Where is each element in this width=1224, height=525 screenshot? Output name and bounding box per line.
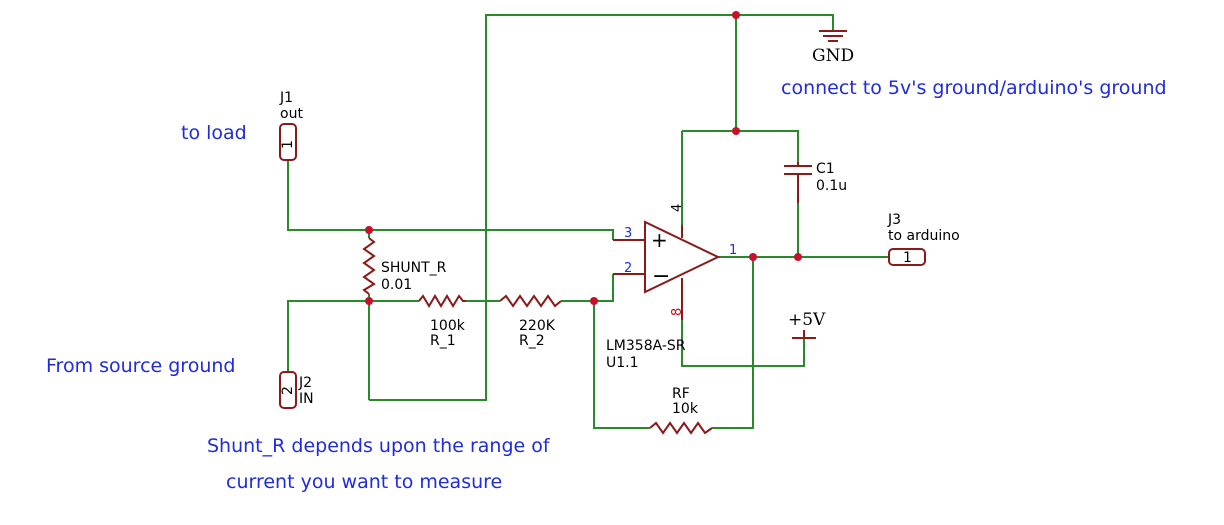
vcc-symbol: +5V (788, 310, 826, 339)
rf-ref: RF (672, 386, 690, 402)
r1-ref: R_1 (430, 333, 456, 349)
j1-value: out (280, 106, 303, 122)
r1-zigzag (418, 294, 466, 308)
j3-pin-number: 1 (903, 250, 912, 266)
opamp-part-name: LM358A-SR (606, 338, 686, 354)
j2-body (279, 371, 297, 409)
r2-value: 220K (519, 318, 556, 334)
wire-top-ground (369, 14, 834, 401)
j2-value: IN (299, 391, 314, 407)
wire-c1-top-bar (682, 130, 799, 162)
ground-symbol: GND (812, 30, 854, 66)
resistor-r1: 100k R_1 (418, 294, 466, 349)
opamp-pin8-number: 8 (670, 308, 685, 316)
j1-body (279, 123, 297, 161)
wires (287, 14, 889, 429)
opamp-pin3-number: 3 (624, 226, 632, 241)
opamp-ref: U1.1 (606, 355, 639, 371)
wire-node-to-minus (594, 274, 614, 302)
c1-value: 0.1u (816, 178, 847, 194)
opamp-minus-sign: − (652, 264, 670, 289)
j3-ref: J3 (887, 212, 901, 228)
junction-dot (749, 253, 757, 261)
j3-body (888, 248, 926, 266)
wire-j2-to-shunt (287, 300, 419, 372)
j2-ref: J2 (298, 375, 312, 391)
r2-zigzag (499, 294, 562, 308)
rf-zigzag (649, 421, 713, 435)
junction-dot (365, 226, 373, 234)
rf-value: 10k (672, 401, 699, 417)
note-ground-connection: connect to 5v's ground/arduino's ground (781, 77, 1167, 99)
opamp-triangle (644, 220, 721, 294)
wire-j1-to-plus (287, 160, 614, 240)
opamp-plus-sign: + (651, 228, 668, 252)
wire-opamp-gnd-pin (681, 320, 805, 367)
junctions (365, 11, 802, 305)
connector-j3: 1 J3 to arduino (887, 212, 960, 266)
note-from-source-ground: From source ground (46, 355, 236, 377)
j1-pin-number: 1 (280, 140, 296, 149)
junction-dot (365, 297, 373, 305)
note-to-load: to load (181, 122, 247, 144)
shunt-zigzag (362, 237, 376, 295)
note-shunt-line-2: current you want to measure (226, 471, 503, 493)
resistor-r2: 220K R_2 (499, 294, 562, 349)
j1-ref: J1 (279, 90, 293, 106)
wire-rf-to-output (712, 257, 754, 429)
c1-ref: C1 (816, 161, 835, 177)
shunt-ref: SHUNT_R (381, 260, 447, 276)
shunt-value: 0.01 (381, 277, 412, 293)
ground-label: GND (812, 46, 854, 66)
connector-j2: 2 J2 IN (279, 371, 314, 409)
note-shunt-line-1: Shunt_R depends upon the range of (207, 435, 550, 457)
junction-dot (590, 297, 598, 305)
opamp-pin1-number: 1 (729, 243, 737, 258)
r1-value: 100k (430, 318, 466, 334)
wire-node-to-rf (593, 301, 650, 429)
opamp-pin4-number: 4 (670, 204, 685, 212)
opamp-u1: + − 3 2 1 4 8 LM358A-SR U1.1 (606, 204, 737, 371)
capacitor-c1: C1 0.1u (784, 161, 847, 203)
resistor-rf: RF 10k (649, 386, 713, 435)
j3-value: to arduino (888, 228, 960, 244)
opamp-pin2-number: 2 (624, 261, 632, 276)
j2-pin-number: 2 (280, 386, 296, 395)
vcc-label: +5V (788, 310, 826, 330)
junction-dot (732, 127, 740, 135)
junction-dot (794, 253, 802, 261)
connector-j1: 1 J1 out (279, 90, 303, 161)
resistor-shunt: SHUNT_R 0.01 (362, 237, 447, 295)
r2-ref: R_2 (519, 333, 545, 349)
junction-dot (732, 11, 740, 19)
